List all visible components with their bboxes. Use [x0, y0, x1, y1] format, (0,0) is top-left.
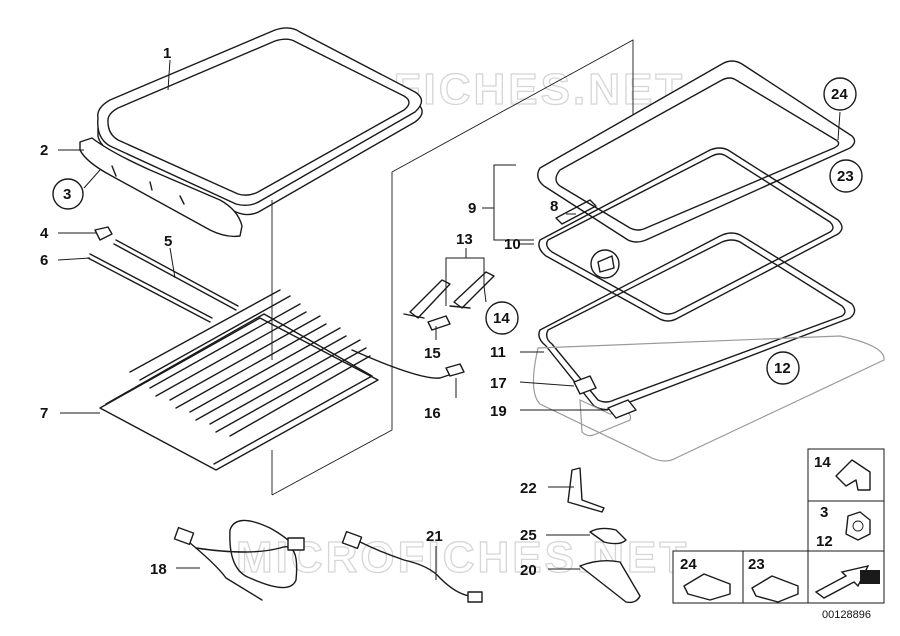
- part-11-seal: [538, 232, 856, 411]
- diagram-id: 00128896: [822, 609, 871, 621]
- part-13-guides: [403, 271, 495, 319]
- inset-24-clip: [683, 573, 731, 601]
- part-1-glass-panel: [97, 27, 423, 216]
- callout-22: 22: [520, 480, 537, 497]
- part-17-clip: [573, 375, 597, 395]
- callout-13: 13: [456, 231, 473, 248]
- inset-23-clip: [751, 575, 799, 603]
- leader-lines: [57, 59, 841, 580]
- callout-3: 3: [63, 186, 71, 203]
- arrow-block-icon: [860, 570, 880, 584]
- callout-3-circle: [52, 178, 84, 210]
- callout-2: 2: [40, 142, 48, 159]
- part-21-cable: [341, 530, 483, 603]
- part-7-roller-blind: [99, 289, 379, 471]
- callout-14: 14: [493, 310, 510, 327]
- assembly-lines: [271, 39, 634, 496]
- inset-14-clip: [835, 459, 871, 491]
- inset-nut-icon: [845, 511, 871, 541]
- callout-20: 20: [520, 562, 537, 579]
- part-9-frame: [537, 60, 856, 243]
- callout-4: 4: [40, 225, 49, 242]
- callout-21: 21: [426, 528, 443, 545]
- callout-11: 11: [490, 344, 506, 361]
- callout-8: 8: [550, 198, 558, 215]
- inset-14-label: 14: [814, 454, 831, 471]
- callout-labels: 1 2 3 4 5 6 7 8 9 10 11 12 13 14 15 16 1…: [40, 45, 863, 579]
- part-20-cover: [579, 559, 641, 604]
- callout-15: 15: [424, 345, 441, 362]
- callout-12: 12: [774, 360, 791, 377]
- part-4-clip: [94, 226, 113, 241]
- inset-3-12-box: [807, 500, 885, 552]
- callout-17: 17: [490, 375, 507, 392]
- part-19-clip: [607, 399, 637, 419]
- inset-3-label: 3: [820, 504, 828, 521]
- callout-24: 24: [831, 86, 848, 103]
- inset-legend: 14 3 12 24 23: [672, 448, 885, 604]
- part-15-bracket: [427, 315, 451, 331]
- callout-7: 7: [40, 405, 48, 422]
- inset-24-label: 24: [680, 556, 697, 573]
- inset-23-label: 23: [748, 556, 765, 573]
- part-2-deflector: [79, 137, 243, 238]
- callout-5: 5: [164, 233, 172, 250]
- inset-12-label: 12: [816, 533, 833, 550]
- callout-10: 10: [504, 236, 521, 253]
- part-12-panel: [532, 335, 885, 462]
- callout-25: 25: [520, 527, 537, 544]
- callout-23-circle: [829, 159, 863, 193]
- callout-19: 19: [490, 403, 507, 420]
- callout-6: 6: [40, 252, 48, 269]
- callout-1: 1: [163, 45, 171, 62]
- callout-9: 9: [468, 200, 476, 217]
- part-25-cover: [589, 527, 627, 545]
- part-18-harness: [173, 519, 305, 601]
- part-22-bracket: [567, 467, 605, 513]
- callout-14-circle: [485, 301, 519, 335]
- callout-23: 23: [837, 168, 854, 185]
- part-10-seal: [538, 147, 843, 322]
- callout-18: 18: [150, 561, 167, 578]
- part-16-cable: [351, 349, 465, 379]
- callout-12-circle: [766, 351, 800, 385]
- callout-24-circle: [823, 77, 857, 111]
- part-6-rod: [87, 253, 213, 323]
- callout-16: 16: [424, 405, 441, 422]
